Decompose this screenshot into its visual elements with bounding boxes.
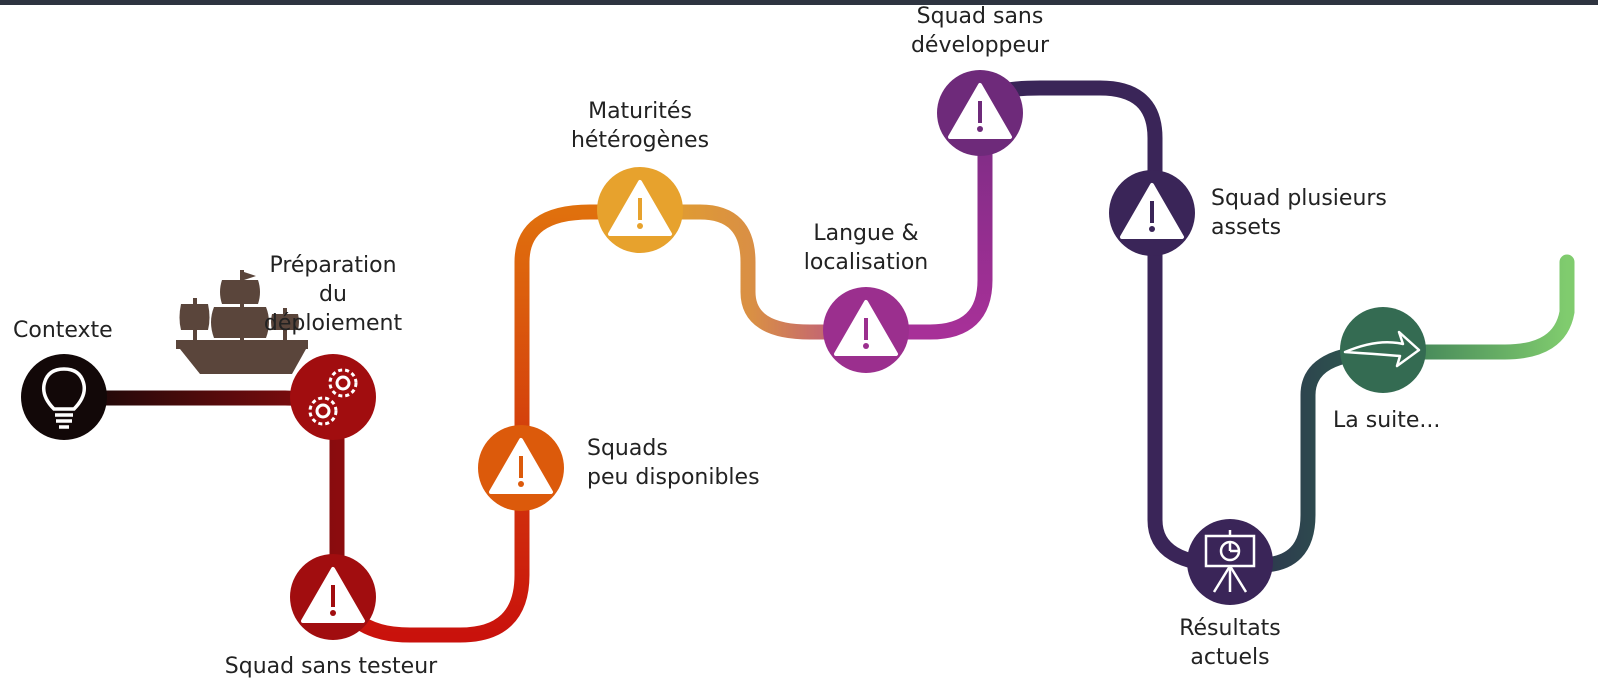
presentation-chart-icon: [1204, 530, 1256, 593]
node-maturites: [597, 167, 683, 253]
warning-icon: [948, 83, 1012, 139]
node-contexte: [21, 354, 107, 440]
gears-icon: [308, 368, 358, 426]
warning-icon: [301, 567, 365, 623]
label-sans-developpeur-line2: développeur: [910, 33, 1050, 58]
label-sans-developpeur-line1: Squad sans: [916, 4, 1044, 29]
label-suite: La suite...: [1333, 408, 1441, 433]
path-segment-7: [1377, 254, 1575, 360]
lightbulb-icon: [41, 367, 87, 429]
label-preparation-line2: du: [319, 282, 347, 307]
top-bar: [0, 0, 1598, 5]
warning-icon: [608, 180, 672, 236]
node-plusieurs-assets: [1109, 170, 1195, 256]
ship-icon: [176, 270, 308, 374]
label-plusieurs-assets-line2: assets: [1211, 215, 1282, 240]
node-resultats: [1187, 519, 1273, 605]
node-peu-disponibles: [478, 425, 564, 511]
path-segment-5: [977, 80, 1238, 573]
label-preparation-line3: déploiement: [263, 311, 403, 336]
label-resultats-line1: Résultats: [1179, 616, 1281, 641]
node-preparation: [290, 354, 376, 440]
label-maturites-line1: Maturités: [588, 99, 692, 124]
node-suite: [1340, 307, 1426, 393]
node-langue: [823, 287, 909, 373]
label-maturites-line2: hétérogènes: [570, 128, 710, 153]
node-sans-testeur: [290, 554, 376, 640]
arrow-icon: [1343, 330, 1421, 368]
warning-icon: [1120, 183, 1184, 239]
label-resultats-line2: actuels: [1190, 645, 1270, 670]
label-plusieurs-assets-line1: Squad plusieurs: [1211, 186, 1387, 211]
label-sans-testeur: Squad sans testeur: [224, 654, 438, 679]
path-segment-3: [632, 204, 874, 340]
label-contexte: Contexte: [13, 318, 113, 343]
label-langue-line2: localisation: [803, 250, 929, 275]
label-peu-disponibles-line1: Squads: [587, 436, 668, 461]
label-peu-disponibles-line2: peu disponibles: [587, 465, 760, 490]
node-sans-developpeur: [937, 70, 1023, 156]
label-preparation-line1: Préparation: [269, 253, 397, 278]
path-segment-1: [56, 390, 345, 578]
label-langue-line1: Langue &: [813, 221, 919, 246]
path-segment-4: [858, 107, 993, 340]
warning-icon: [489, 438, 553, 494]
warning-icon: [834, 300, 898, 356]
